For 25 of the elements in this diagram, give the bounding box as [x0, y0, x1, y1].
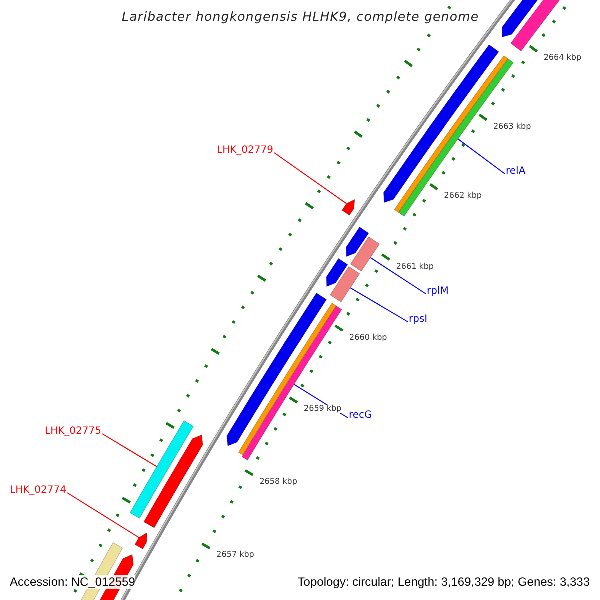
title: Laribacter hongkongensis HLHK9, complete genome — [122, 11, 480, 24]
gene-segment — [134, 532, 148, 550]
leader-line — [370, 257, 426, 294]
leader-line — [274, 152, 348, 204]
gene-label: rplM — [427, 287, 449, 297]
scale-label: 2662 kbp — [444, 192, 482, 200]
gene-segment — [130, 420, 194, 519]
gene-label: relA — [506, 167, 526, 177]
gene-label: recG — [349, 411, 372, 421]
scale-label: 2658 kbp — [260, 478, 298, 486]
gene-label: rpsI — [409, 315, 428, 325]
info-text: Topology: circular; Length: 3,169,329 bp; Genes: 3,333 — [298, 575, 590, 589]
scale-label: 2657 kbp — [216, 551, 254, 560]
gene-label: LHK_02774 — [10, 486, 66, 496]
gene-segment — [330, 266, 360, 303]
leader-line — [458, 138, 506, 174]
scale-label: 2663 kbp — [493, 122, 532, 131]
scale-label: 2659 kbp — [304, 405, 342, 414]
gene-segment — [342, 199, 356, 216]
gene-segment — [350, 236, 380, 272]
gene-label: LHK_02779 — [217, 146, 274, 156]
leader-line — [66, 492, 140, 538]
leader-line — [102, 434, 158, 468]
gene-label: LHK_02775 — [45, 427, 102, 437]
info-text: Accession: NC_012559 — [10, 575, 136, 589]
